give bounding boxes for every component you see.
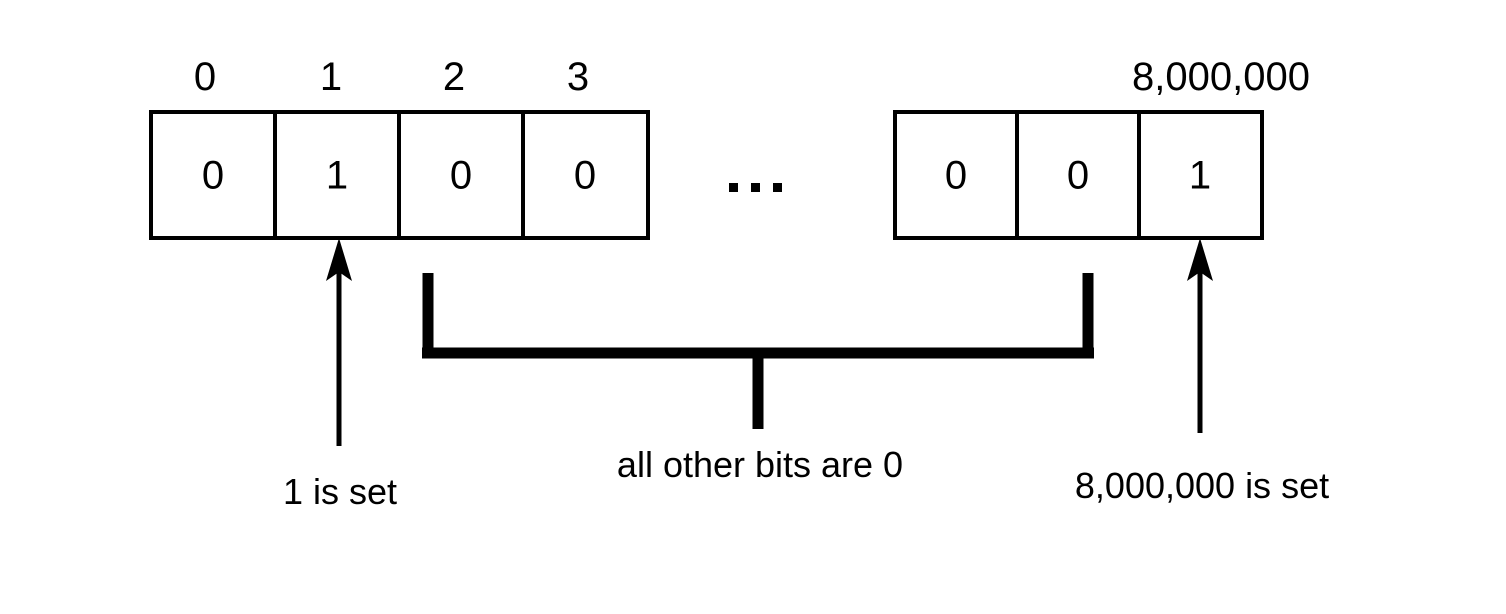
left-index-label-3: 3	[567, 55, 589, 99]
ellipsis-dot-3	[773, 183, 782, 192]
caption-middle-label: all other bits are 0	[617, 444, 903, 485]
left-cell-value-1: 1	[326, 154, 348, 198]
right-array-group: 8,000,000 0 0 1	[893, 55, 1310, 240]
left-callout-arrow-icon	[326, 238, 352, 446]
right-callout-arrow-icon	[1187, 238, 1213, 433]
left-cell-value-0: 0	[202, 154, 224, 198]
left-index-label-0: 0	[194, 55, 216, 99]
right-index-label-last: 8,000,000	[1132, 55, 1310, 99]
left-arrow-head	[326, 238, 352, 281]
middle-bracket-icon	[422, 273, 1094, 429]
left-index-label-1: 1	[320, 55, 342, 99]
right-arrow-head	[1187, 238, 1213, 281]
ellipsis-icon	[729, 183, 782, 192]
left-array-group: 0 1 2 3 0 1 0 0	[149, 55, 650, 240]
ellipsis-dot-2	[751, 183, 760, 192]
ellipsis-dot-1	[729, 183, 738, 192]
right-cell-value-1: 0	[1067, 154, 1089, 198]
caption-left-label: 1 is set	[283, 471, 397, 512]
left-cell-value-3: 0	[574, 154, 596, 198]
left-cell-value-2: 0	[450, 154, 472, 198]
caption-right-label: 8,000,000 is set	[1075, 465, 1329, 506]
right-cell-value-2: 1	[1189, 154, 1211, 198]
left-index-label-2: 2	[443, 55, 465, 99]
right-array-outline	[893, 110, 1264, 240]
right-cell-value-0: 0	[945, 154, 967, 198]
